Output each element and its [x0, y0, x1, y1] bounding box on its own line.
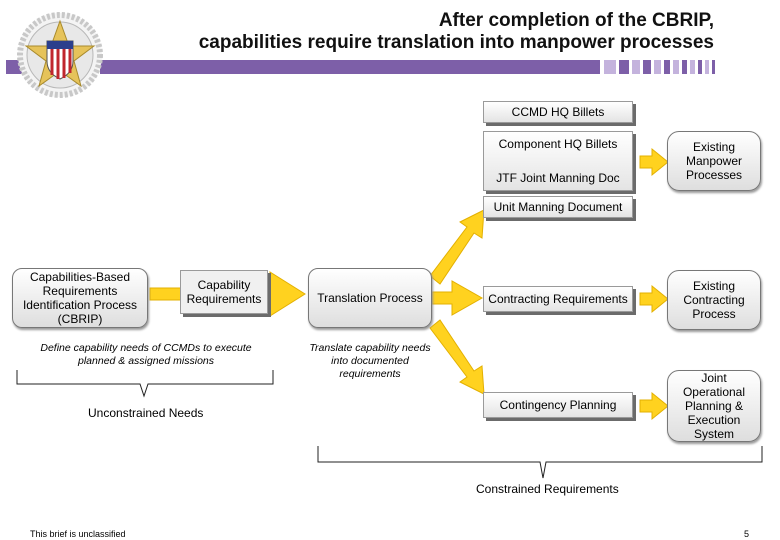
- contingency-planning-label: Contingency Planning: [499, 398, 617, 412]
- existing-contracting-process-label: Existing Contracting Process: [683, 279, 745, 321]
- arrow-translation-to-contingency: [429, 319, 485, 395]
- contracting-requirements-label: Contracting Requirements: [488, 292, 628, 306]
- translation-process-label: Translation Process: [317, 291, 423, 305]
- arrow-translation-to-contracting: [431, 280, 484, 316]
- component-hq-billets-label: Component HQ Billets: [498, 137, 618, 151]
- page-number: 5: [744, 529, 750, 539]
- constrained-requirements-label: Constrained Requirements: [476, 482, 619, 496]
- arrow-translation-to-manpower: [429, 209, 485, 285]
- slide-title: After completion of the CBRIP, capabilit…: [199, 10, 714, 54]
- slide-title-line2: capabilities require translation into ma…: [198, 32, 714, 53]
- title-strip: [0, 60, 780, 74]
- bracket-constrained: [317, 446, 763, 479]
- jopes-label: Joint Operational Planning & Execution S…: [682, 371, 746, 441]
- cbrip-box: Capabilities-Based Requirements Identifi…: [12, 268, 148, 328]
- contracting-requirements-box: Contracting Requirements: [483, 286, 633, 312]
- bracket-unconstrained: [16, 370, 274, 398]
- contingency-planning-box: Contingency Planning: [483, 392, 633, 418]
- existing-manpower-processes-box: Existing Manpower Processes: [667, 131, 761, 191]
- jopes-box: Joint Operational Planning & Execution S…: [667, 370, 761, 442]
- capability-requirements-box: Capability Requirements: [180, 270, 268, 314]
- arrow-to-existing-contracting: [639, 284, 669, 314]
- translation-process-box: Translation Process: [308, 268, 432, 328]
- unit-manning-document-box: Unit Manning Document: [483, 196, 633, 218]
- unit-manning-document-label: Unit Manning Document: [493, 200, 623, 214]
- classification-footer: This brief is unclassified: [30, 529, 126, 539]
- capability-requirements-label: Capability Requirements: [186, 278, 262, 306]
- cbrip-label: Capabilities-Based Requirements Identifi…: [22, 270, 138, 326]
- unconstrained-needs-label: Unconstrained Needs: [88, 406, 204, 420]
- existing-contracting-process-box: Existing Contracting Process: [667, 270, 761, 330]
- slide-title-line1: After completion of the CBRIP,: [438, 10, 714, 31]
- existing-manpower-processes-label: Existing Manpower Processes: [685, 140, 743, 182]
- jtf-joint-manning-doc-label: JTF Joint Manning Doc: [496, 171, 620, 185]
- translate-capability-note: Translate capability needs into document…: [309, 342, 431, 380]
- arrow-to-jopes: [639, 391, 669, 421]
- define-capability-note: Define capability needs of CCMDs to exec…: [40, 342, 252, 367]
- ccmd-hq-billets-label: CCMD HQ Billets: [511, 105, 605, 119]
- ccmd-hq-billets-box: CCMD HQ Billets: [483, 101, 633, 123]
- arrow-to-existing-manpower: [639, 147, 669, 177]
- component-jtf-box: Component HQ Billets JTF Joint Manning D…: [483, 131, 633, 191]
